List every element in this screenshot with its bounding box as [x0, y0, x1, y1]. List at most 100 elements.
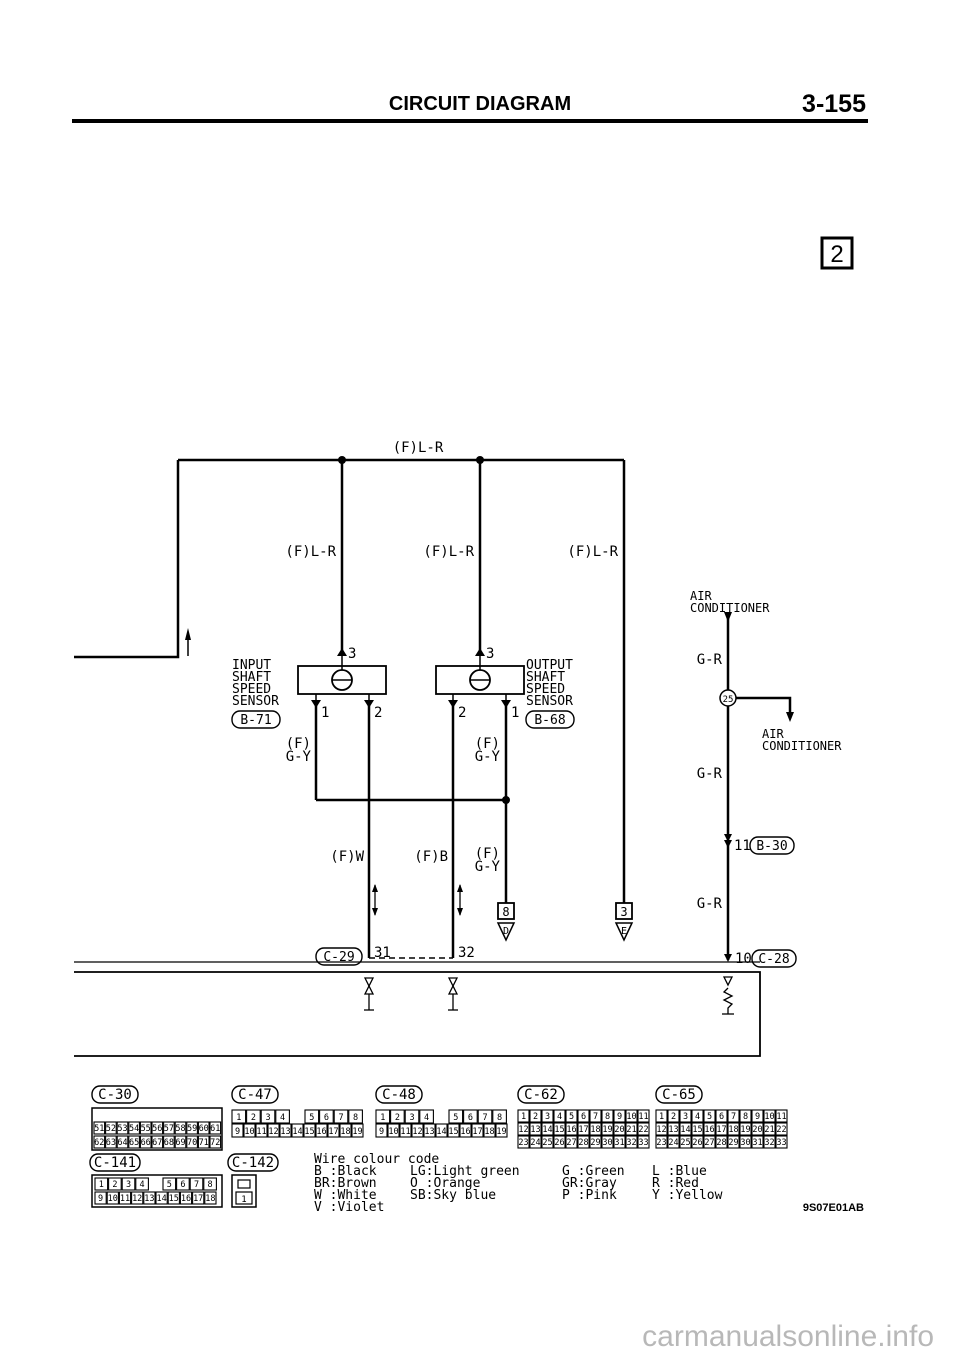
pin-number: 17 [578, 1125, 588, 1135]
pin-number: 8 [497, 1113, 502, 1123]
pin-number: 60 [199, 1124, 209, 1134]
pin-cell [492, 1109, 507, 1124]
pin-cell [679, 1109, 692, 1123]
pin-cell [577, 1109, 590, 1123]
pin-cell [637, 1135, 650, 1149]
input-sensor-line: SPEED [232, 682, 271, 697]
connector-c28: 10 C-28 [724, 949, 797, 968]
pin-number: 9 [98, 1194, 103, 1204]
svg-text:25: 25 [723, 695, 734, 705]
pin-number: 24 [668, 1138, 678, 1148]
pin-number: 14 [292, 1127, 302, 1137]
pin-number: 20 [614, 1125, 624, 1135]
pin-cell [399, 1123, 412, 1138]
pin-cell [463, 1109, 478, 1124]
pin-number: 2 [671, 1112, 676, 1122]
resistor-ground-icon [722, 976, 734, 1015]
output-sensor-line: OUTPUT [526, 658, 573, 673]
pin-cell [703, 1122, 716, 1136]
pin-number: 31 [752, 1138, 762, 1148]
svg-text:11: 11 [734, 838, 751, 854]
pin-number: 18 [205, 1194, 215, 1204]
pin-cell [267, 1123, 280, 1138]
pin-cell [162, 1177, 177, 1191]
pin-cell [553, 1109, 566, 1123]
pin-number: 18 [590, 1125, 600, 1135]
pin-cell [375, 1123, 388, 1138]
pin-cell [93, 1121, 106, 1135]
pin-number: 10 [388, 1127, 398, 1137]
pin-number: 17 [328, 1127, 338, 1137]
pin-number: 53 [117, 1124, 127, 1134]
pin-number: 1 [99, 1180, 104, 1190]
pin-number: 14 [156, 1194, 166, 1204]
svg-text:B-30: B-30 [756, 839, 787, 854]
wire-label: G-R [697, 896, 723, 912]
pin-number: 7 [731, 1112, 736, 1122]
connector-c142-face: 1 [231, 1174, 257, 1208]
svg-text:AIR: AIR [762, 727, 784, 741]
pin-cell [775, 1109, 788, 1123]
svg-text:L :Blue: L :Blue [652, 1164, 707, 1179]
pin-number: 58 [175, 1124, 185, 1134]
pin-cell [601, 1122, 614, 1136]
svg-text:CONDITIONER: CONDITIONER [690, 601, 770, 615]
pin-cell [691, 1135, 704, 1149]
pin-cell [679, 1122, 692, 1136]
pin-cell [625, 1109, 638, 1123]
pin-number: 18 [484, 1127, 494, 1137]
pin-cell [255, 1123, 268, 1138]
pin-number: 8 [743, 1112, 748, 1122]
pin-number: 31 [614, 1138, 624, 1148]
ac-labels: AIR CONDITIONER AIR CONDITIONER [690, 589, 842, 753]
svg-text:AIR: AIR [690, 589, 712, 603]
pin-cell [565, 1122, 578, 1136]
pin-cell [279, 1123, 292, 1138]
pin-cell [204, 1191, 217, 1205]
pin-number: 6 [719, 1112, 724, 1122]
pin-number: 19 [496, 1127, 506, 1137]
pin-number: 9 [379, 1127, 384, 1137]
pin-cell [108, 1177, 122, 1191]
up-arrow-icon [374, 885, 461, 915]
output-sensor-line: SENSOR [526, 694, 573, 709]
pin-cell [106, 1191, 119, 1205]
pin-number: 16 [704, 1125, 714, 1135]
pin-cell [155, 1191, 168, 1205]
pin-number: 11 [256, 1127, 266, 1137]
pin-number: 19 [352, 1127, 362, 1137]
wiring [74, 458, 792, 1057]
svg-text:Y :Yellow: Y :Yellow [652, 1188, 723, 1203]
pin-cell [118, 1191, 132, 1205]
pin-number: 3 [683, 1112, 688, 1122]
wire-label: (F)L-R [393, 440, 444, 456]
pin-number: 4 [695, 1112, 700, 1122]
svg-text:3: 3 [348, 646, 356, 662]
pin-number: 32 [764, 1138, 774, 1148]
legend-title: Wire colour code [314, 1152, 439, 1167]
pin-number: 14 [680, 1125, 690, 1135]
svg-text:3: 3 [620, 905, 627, 919]
pin-number: 30 [602, 1138, 612, 1148]
connector-c29: C-29 31 32 [315, 945, 475, 966]
pin-cell [192, 1191, 205, 1205]
svg-text:BR:Brown: BR:Brown [314, 1176, 377, 1191]
pin-cell [163, 1121, 175, 1135]
pin-number: 12 [412, 1127, 422, 1137]
svg-text:D: D [503, 926, 509, 937]
pin-cell [613, 1135, 626, 1149]
pin-number: 3 [409, 1113, 414, 1123]
sheet-number-box: 2 [820, 236, 854, 270]
svg-text:32: 32 [458, 945, 475, 961]
svg-text:1: 1 [321, 705, 329, 721]
output-shaft-speed-sensor [435, 655, 525, 702]
wire-label: (F)B [414, 849, 448, 865]
pin-number: 7 [338, 1113, 343, 1123]
svg-text:B-68: B-68 [534, 713, 565, 728]
pin-number: 13 [424, 1127, 434, 1137]
pin-cell [601, 1135, 614, 1149]
pin-cell [667, 1135, 680, 1149]
pin-cell [290, 1110, 304, 1123]
pin-number: 12 [518, 1125, 528, 1135]
header-rule [72, 119, 868, 123]
